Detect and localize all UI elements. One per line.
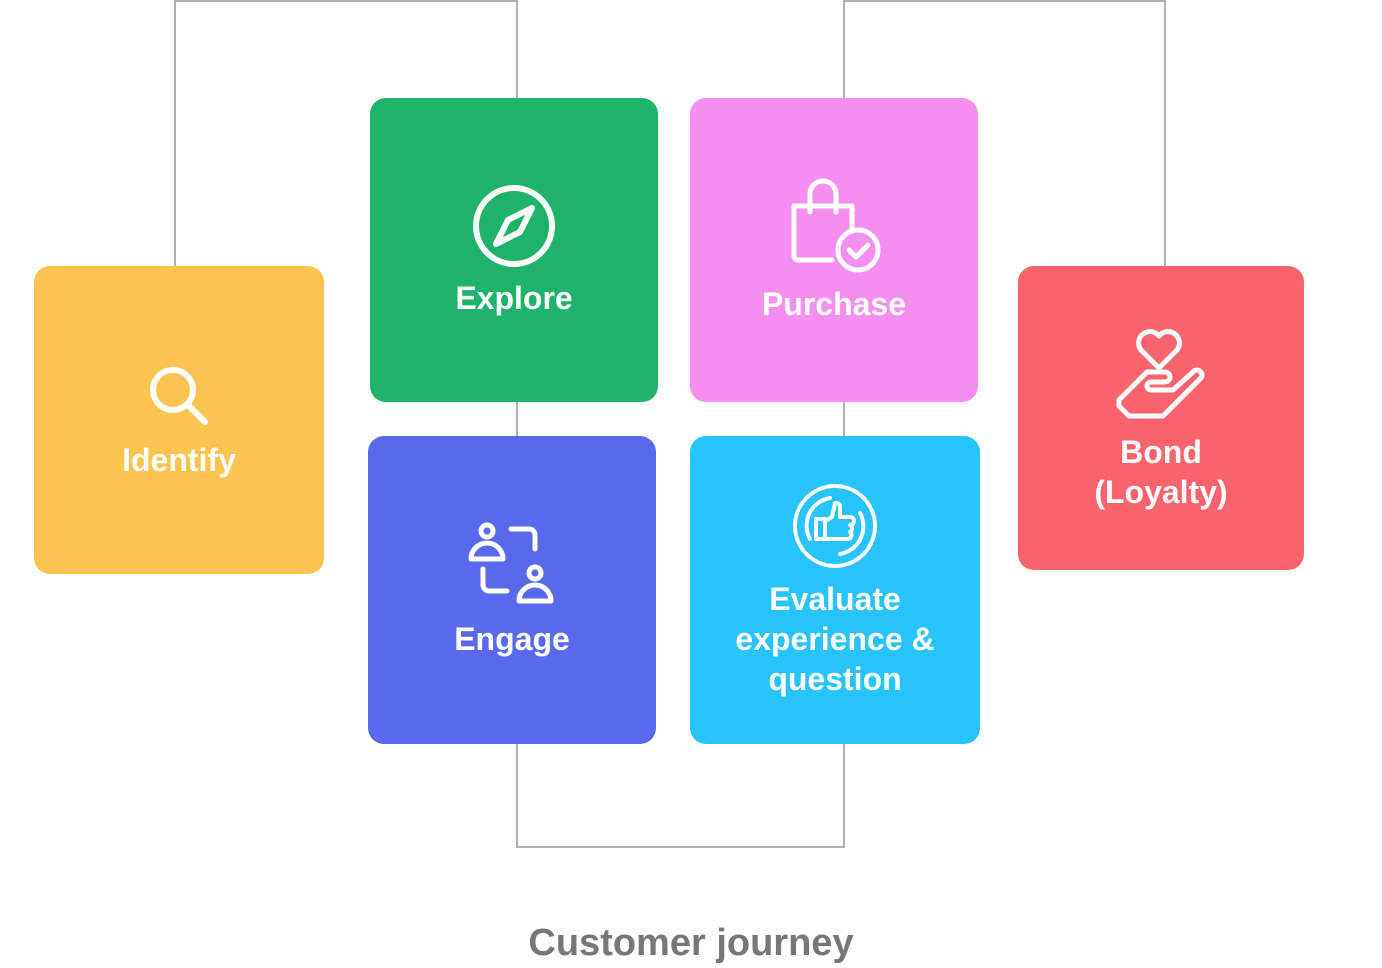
- heart-hand-icon: [1116, 329, 1205, 419]
- stage-engage: Engage: [368, 436, 656, 744]
- magnifier-icon: [150, 367, 208, 425]
- stage-bond: Bond (Loyalty): [1018, 266, 1304, 570]
- stage-identify: Identify: [34, 266, 324, 574]
- stage-explore: Explore: [370, 98, 658, 402]
- stage-purchase: Purchase: [690, 98, 978, 402]
- stage-label: Purchase: [761, 286, 907, 322]
- stage-label: Engage: [454, 621, 570, 657]
- stage-label: Identify: [122, 442, 236, 478]
- stage-label: Evaluate experience & question: [735, 581, 935, 697]
- thumbs-up-badge-icon: [793, 484, 877, 568]
- shopping-bag-check-icon: [791, 178, 881, 273]
- diagram-title: Customer journey: [528, 922, 854, 964]
- stage-label: Bond (Loyalty): [1094, 434, 1228, 510]
- stage-label: Explore: [455, 280, 573, 316]
- people-exchange-icon: [468, 522, 554, 604]
- compass-icon: [473, 185, 555, 267]
- stage-evaluate: Evaluate experience & question: [690, 436, 980, 744]
